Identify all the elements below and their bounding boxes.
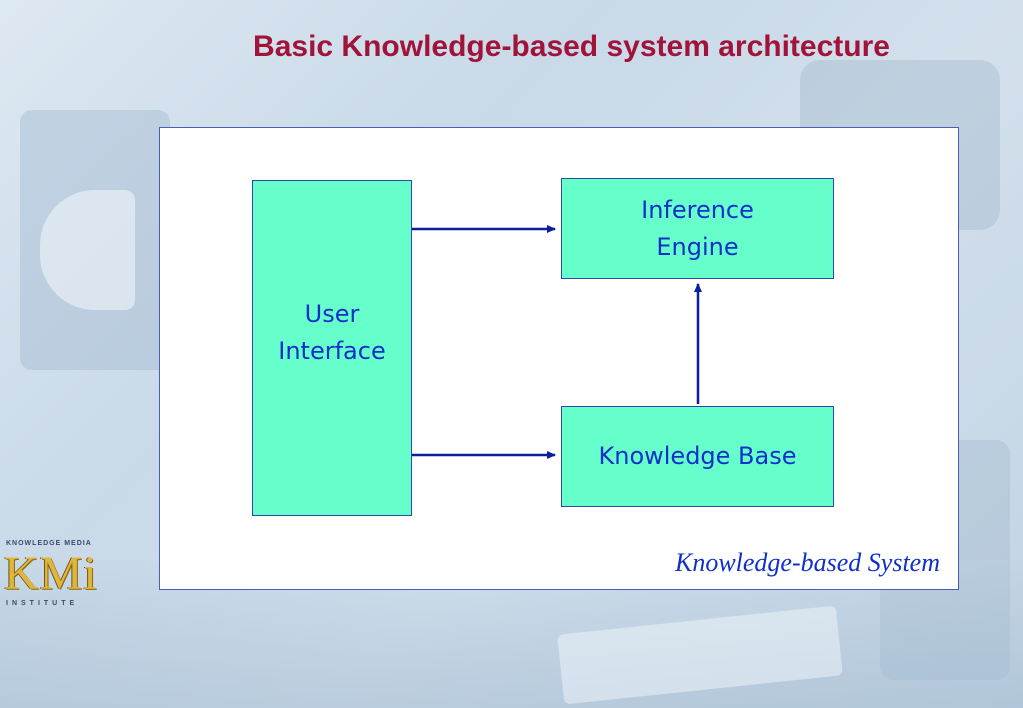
inference-engine-label-line1: Inference	[641, 195, 754, 224]
knowledge-base-label: Knowledge Base	[598, 442, 797, 470]
diagram-arrows	[403, 225, 702, 459]
inference-engine-label-line2: Engine	[656, 232, 739, 261]
kmi-logo: KNOWLEDGE MEDIA KMi INSTITUTE	[4, 540, 144, 615]
diagram-frame: User Interface Inference Engine Knowledg…	[159, 127, 959, 590]
user-interface-label-line1: User	[304, 300, 360, 328]
slide-title: Basic Knowledge-based system architectur…	[253, 30, 890, 63]
logo-main-text: KMi	[4, 547, 98, 600]
diagram-caption: Knowledge-based System	[674, 548, 940, 577]
inference-engine-box: Inference Engine	[561, 178, 834, 279]
logo-bottom-text: INSTITUTE	[6, 600, 79, 607]
background-shape	[40, 190, 135, 310]
user-interface-label-line2: Interface	[278, 337, 386, 365]
logo-top-text: KNOWLEDGE MEDIA	[6, 540, 92, 547]
user-interface-box: User Interface	[252, 180, 412, 516]
knowledge-base-box: Knowledge Base	[561, 406, 834, 507]
